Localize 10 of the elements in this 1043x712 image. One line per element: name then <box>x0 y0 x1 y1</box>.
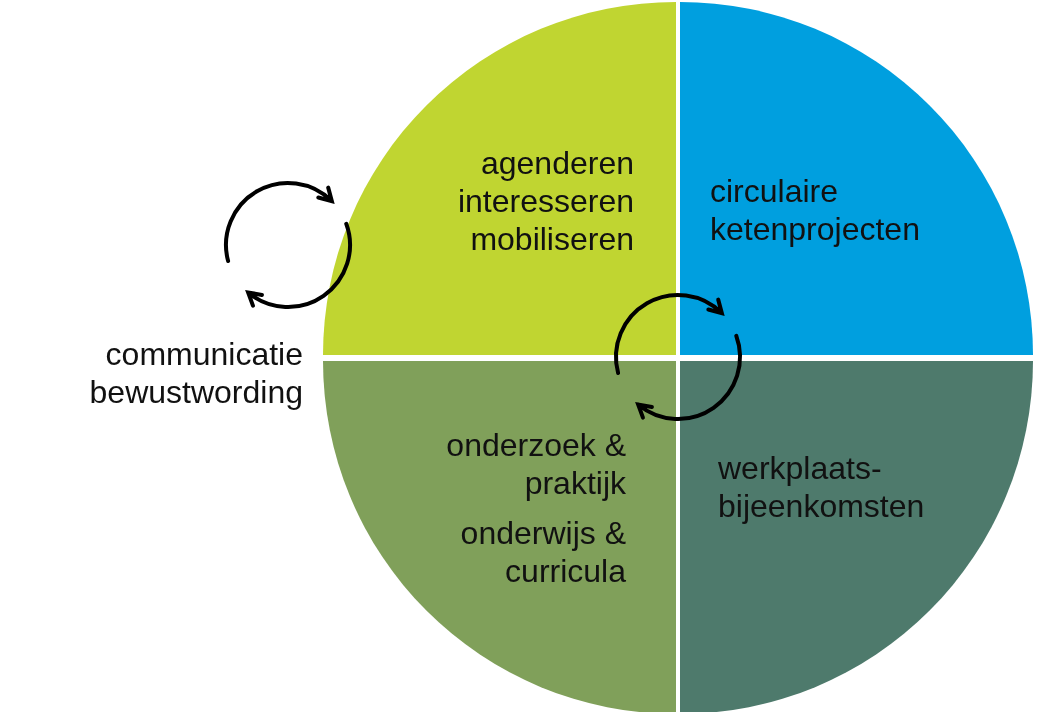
quadrant-label: agenderen <box>479 144 634 182</box>
quadrant-label: mobiliseren <box>469 220 634 258</box>
quadrant-label: circulaire ketenprojecten <box>710 172 921 248</box>
quadrant-segment <box>323 361 676 712</box>
side-label: communicatie bewustwording <box>88 335 303 411</box>
quadrant-label: onderzoek & praktijk <box>445 426 626 502</box>
quadrant-segment <box>680 361 1033 712</box>
quadrant-label: onderwijs & curricula <box>459 514 626 590</box>
quadrant-label: werkplaats- bijeenkomsten <box>718 449 926 525</box>
quadrant-label: interesseren <box>457 182 634 220</box>
